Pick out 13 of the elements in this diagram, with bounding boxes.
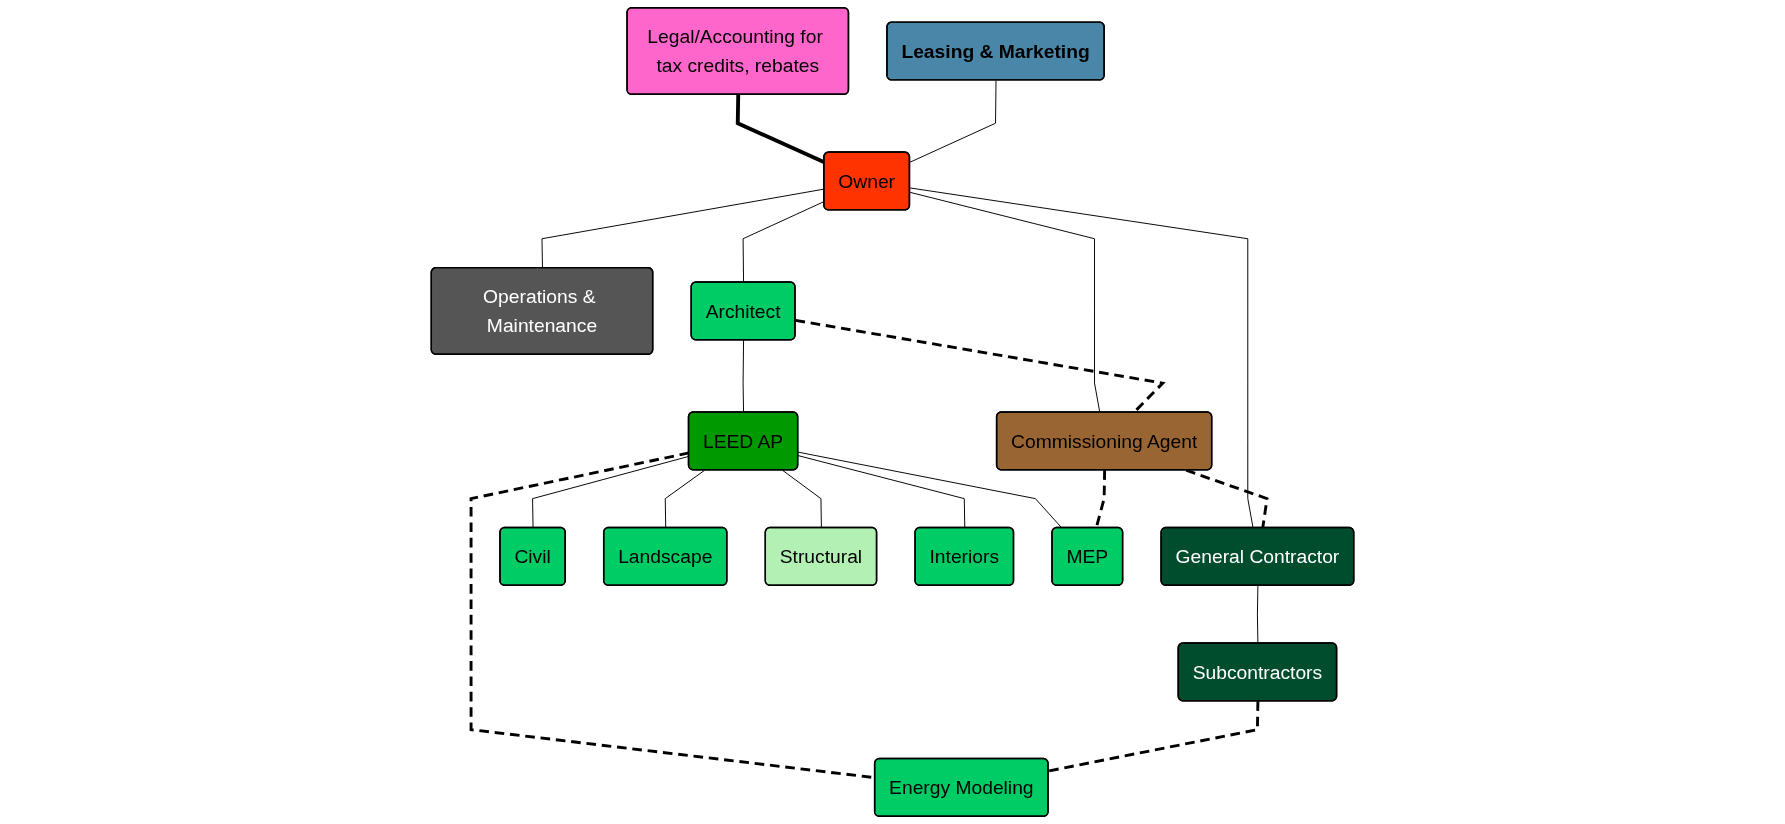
connector	[797, 451, 1063, 529]
connector	[909, 79, 997, 163]
connector	[795, 318, 1166, 414]
connector	[909, 191, 1101, 413]
connector	[664, 469, 706, 529]
connector	[742, 339, 745, 413]
connector	[1256, 585, 1259, 644]
connector	[1185, 468, 1269, 529]
connector	[909, 187, 1254, 529]
connector	[1048, 701, 1260, 773]
connector	[469, 451, 876, 780]
connector	[797, 455, 966, 529]
connector	[782, 469, 822, 529]
